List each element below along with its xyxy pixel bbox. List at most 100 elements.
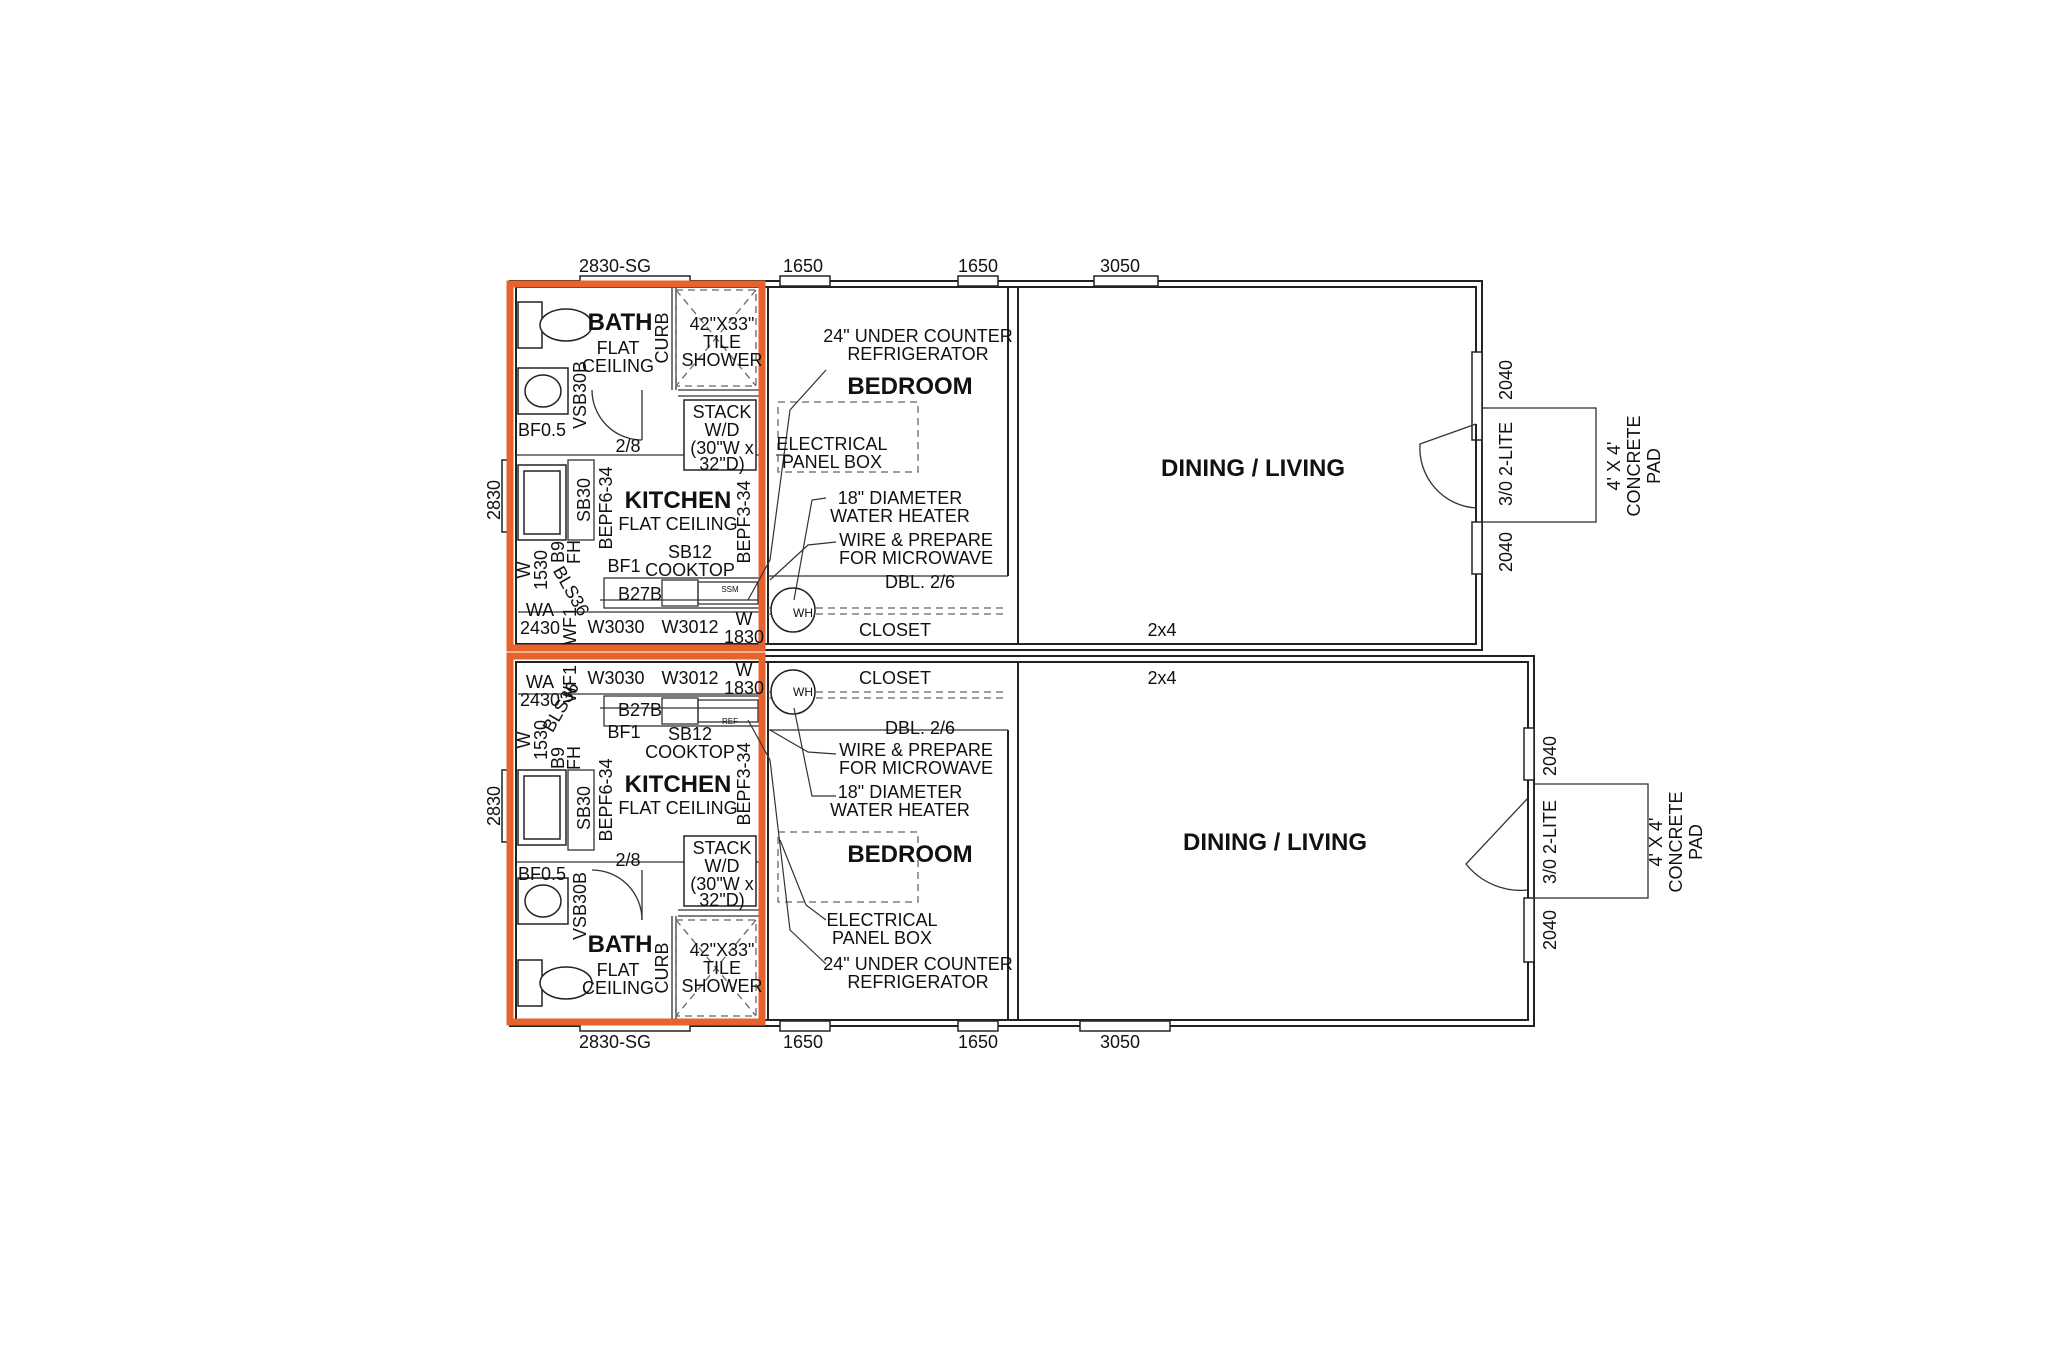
shower-label-2: TILE — [703, 958, 741, 978]
water-heater-label-2: WATER HEATER — [830, 800, 970, 820]
fh-label: FH — [564, 540, 584, 564]
labels-top: 2830-SG 1650 1650 3050 2830 2040 2040 3/… — [484, 256, 1664, 647]
pad-label-concrete: CONCRETE — [1624, 415, 1644, 516]
stack-label-2: W/D — [705, 856, 740, 876]
microwave-label-1: WIRE & PREPARE — [839, 530, 993, 550]
stack-label-3: (30"W x — [690, 438, 753, 458]
curb-label: CURB — [652, 942, 672, 993]
shower-label-1: 42"X33" — [690, 940, 755, 960]
room-label-bath: BATH — [588, 309, 653, 336]
w1530-label-2: 1530 — [531, 720, 551, 760]
fh-label: FH — [564, 746, 584, 770]
leaders-bottom — [747, 707, 837, 965]
refrigerator-label-1: 24" UNDER COUNTER — [823, 954, 1012, 974]
w3012-label: W3012 — [661, 668, 718, 688]
w1830-label-2: 1830 — [724, 678, 764, 698]
bepf334-label: BEPF3-34 — [734, 742, 754, 825]
bath-ceiling-2: CEILING — [582, 978, 654, 998]
kitchen-ceiling-label: FLAT CEILING — [618, 798, 737, 818]
stack-label-4: 32"D) — [699, 890, 744, 910]
pad-label-pad: PAD — [1644, 448, 1664, 484]
door-28-label: 2/8 — [615, 436, 640, 456]
kitchen-fixtures-top — [517, 401, 919, 633]
w1530-label-1: W — [514, 562, 534, 579]
window-label-2830: 2830 — [484, 480, 504, 520]
highlight-box-bottom — [506, 652, 766, 1026]
room-label-bedroom: BEDROOM — [847, 841, 972, 868]
pad-label-size: 4' X 4' — [1646, 818, 1666, 867]
pad-label-pad: PAD — [1686, 824, 1706, 860]
window-label-3050: 3050 — [1100, 1032, 1140, 1052]
vsb30b-label: VSB30B — [570, 872, 590, 940]
wa-label: WA — [526, 600, 554, 620]
bepf634-label: BEPF6-34 — [596, 466, 616, 549]
window-label-3050: 3050 — [1100, 256, 1140, 276]
electrical-label-1: ELECTRICAL — [776, 434, 887, 454]
cooktop-label: COOKTOP — [645, 742, 735, 762]
room-label-bedroom: BEDROOM — [847, 373, 972, 400]
stack-label-3: (30"W x — [690, 874, 753, 894]
window-label-1650: 1650 — [958, 256, 998, 276]
bath-fixtures-top — [517, 289, 757, 471]
bf05-label: BF0.5 — [518, 420, 566, 440]
b27b-label: B27B — [618, 584, 662, 604]
sb12-label: SB12 — [668, 542, 712, 562]
bath-ceiling-2: CEILING — [582, 356, 654, 376]
shower-label-3: SHOWER — [682, 976, 763, 996]
water-heater-symbol-label: WH — [793, 685, 813, 699]
sb30-label: SB30 — [574, 786, 594, 830]
bath-ceiling-1: FLAT — [597, 338, 640, 358]
w3030-label: W3030 — [587, 617, 644, 637]
room-label-kitchen: KITCHEN — [625, 487, 732, 514]
w3012-label: W3012 — [661, 617, 718, 637]
wf1-label: WF1 — [560, 665, 580, 703]
entry-door-top — [1419, 407, 1597, 523]
wf1-label: WF1 — [560, 607, 580, 645]
stack-label-1: STACK — [693, 402, 752, 422]
sb30-label: SB30 — [574, 478, 594, 522]
water-heater-symbol-label: WH — [793, 606, 813, 620]
window-label-2830-sg: 2830-SG — [579, 256, 651, 276]
window-label-2040: 2040 — [1496, 532, 1516, 572]
room-label-closet: CLOSET — [859, 620, 931, 640]
window-label-1650: 1650 — [783, 1032, 823, 1052]
window-label-2040: 2040 — [1540, 736, 1560, 776]
bepf334-label: BEPF3-34 — [734, 480, 754, 563]
bf05-label: BF0.5 — [518, 864, 566, 884]
microwave-label-2: FOR MICROWAVE — [839, 548, 993, 568]
electrical-label-2: PANEL BOX — [782, 452, 882, 472]
b27b-label: B27B — [618, 700, 662, 720]
bath-ceiling-1: FLAT — [597, 960, 640, 980]
w1830-label-1: W — [736, 660, 753, 680]
water-heater-label-1: 18" DIAMETER — [838, 782, 962, 802]
refrigerator-label-1: 24" UNDER COUNTER — [823, 326, 1012, 346]
door-28-label: 2/8 — [615, 850, 640, 870]
door-label: 3/0 2-LITE — [1496, 422, 1516, 506]
w1830-label-2: 1830 — [724, 627, 764, 647]
entry-door-bottom — [1465, 783, 1649, 899]
stack-label-4: 32"D) — [699, 454, 744, 474]
window-label-2830-sg: 2830-SG — [579, 1032, 651, 1052]
microwave-label-1: WIRE & PREPARE — [839, 740, 993, 760]
w1830-label-1: W — [736, 609, 753, 629]
window-label-2830: 2830 — [484, 786, 504, 826]
highlight-box-top — [506, 280, 766, 652]
w1530-label-2: 1530 — [531, 550, 551, 590]
vsb30b-label: VSB30B — [570, 361, 590, 429]
pad-label-size: 4' X 4' — [1604, 442, 1624, 491]
pad-label-concrete: CONCRETE — [1666, 791, 1686, 892]
b9-label: B9 — [548, 541, 568, 563]
shower-label-3: SHOWER — [682, 350, 763, 370]
leaders-top — [747, 369, 837, 601]
ref-small-label: REF — [722, 717, 738, 726]
water-heater-label-1: 18" DIAMETER — [838, 488, 962, 508]
bath-fixtures-bottom — [517, 835, 757, 1017]
shower-label-1: 42"X33" — [690, 314, 755, 334]
window-label-1650: 1650 — [783, 256, 823, 276]
electrical-label-2: PANEL BOX — [832, 928, 932, 948]
double-door-label: DBL. 2/6 — [885, 718, 955, 738]
water-heater-label-2: WATER HEATER — [830, 506, 970, 526]
double-door-label: DBL. 2/6 — [885, 572, 955, 592]
microwave-label-2: FOR MICROWAVE — [839, 758, 993, 778]
